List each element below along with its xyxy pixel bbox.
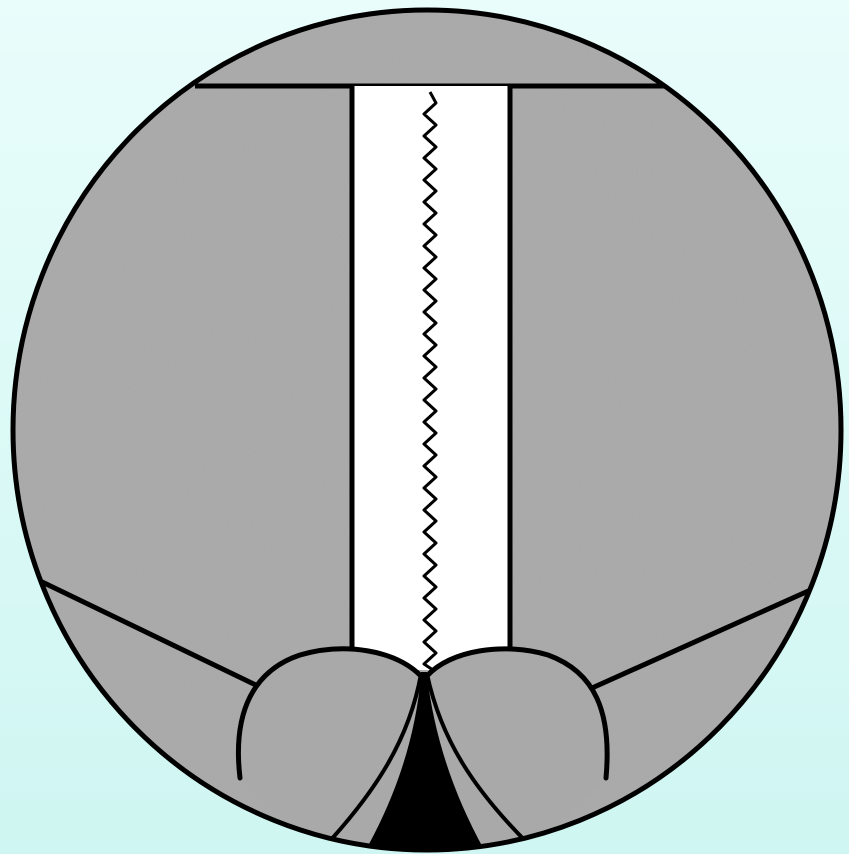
diagram-canvas (0, 0, 849, 854)
circular-section-diagram (0, 0, 849, 854)
